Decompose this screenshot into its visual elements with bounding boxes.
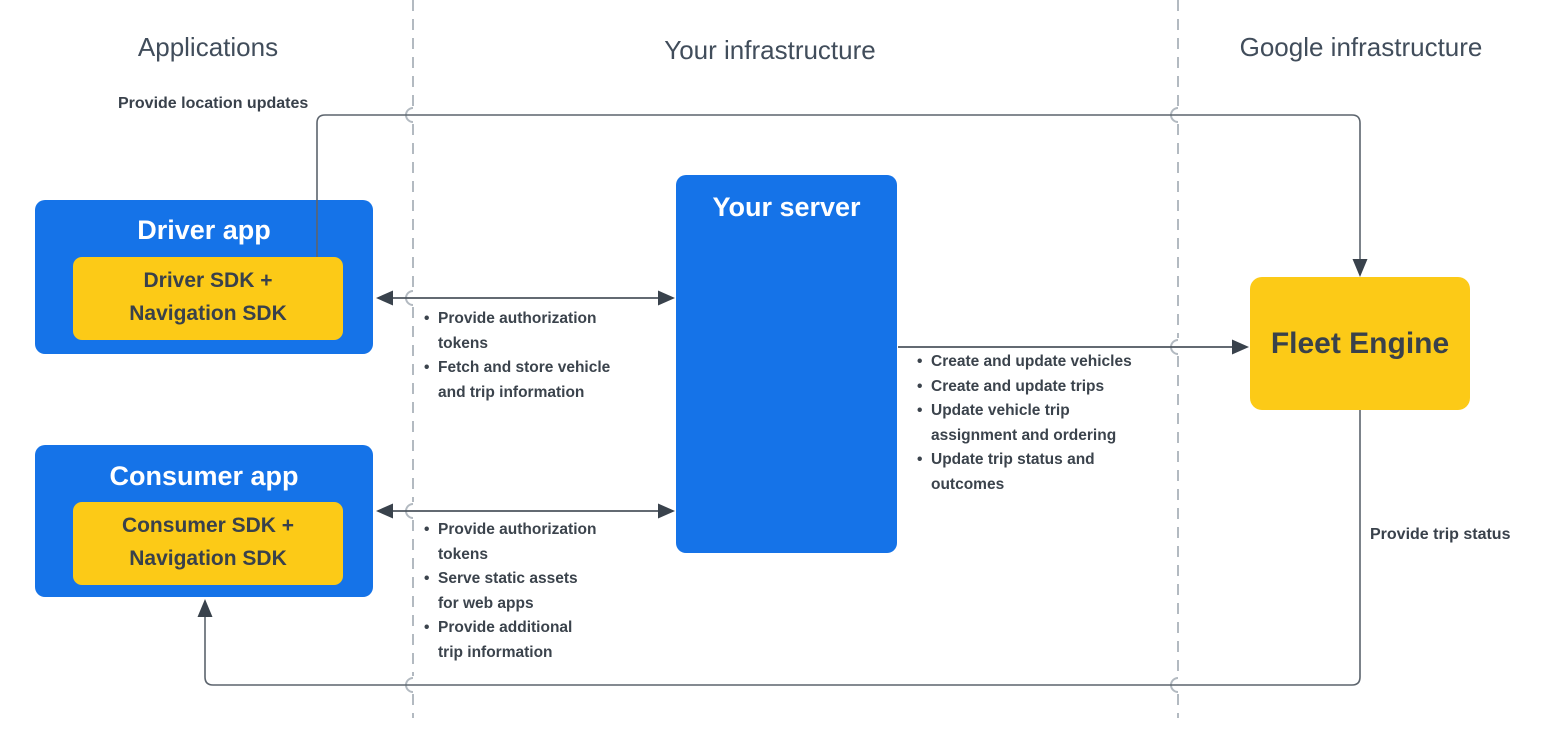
- line-hop: [405, 290, 414, 306]
- driver-app-node: Driver app Driver SDK + Navigation SDK: [35, 200, 373, 354]
- bullet-item: Update trip status and outcomes: [917, 448, 1175, 497]
- bullet-item: Update vehicle trip assignment and order…: [917, 399, 1175, 448]
- arrowhead-right-your-server-top: [658, 290, 675, 306]
- edge-label-provide-trip-status: Provide trip status: [1370, 526, 1511, 543]
- bullet-item: Create and update trips: [917, 375, 1175, 400]
- consumer-app-node: Consumer app Consumer SDK + Navigation S…: [35, 445, 373, 597]
- column-heading-google-infrastructure: Google infrastructure: [1239, 32, 1483, 62]
- fleet-engine-node: Fleet Engine: [1250, 277, 1470, 410]
- arrowhead-right-fleet-engine: [1232, 339, 1249, 355]
- your-server-title: Your server: [712, 192, 861, 222]
- edge-label-provide-location-updates: Provide location updates: [118, 95, 309, 112]
- bullet-item: Create and update vehicles: [917, 350, 1175, 375]
- bullet-item: Provide authorization tokens: [424, 307, 654, 356]
- line-hop: [405, 677, 414, 693]
- column-heading-applications: Applications: [137, 32, 279, 62]
- your-server-node: Your server: [676, 175, 897, 553]
- arrowhead-left-driver-app: [376, 290, 393, 306]
- line-hop: [405, 503, 414, 519]
- bullet-item: Serve static assets for web apps: [424, 567, 654, 616]
- bullet-item: Fetch and store vehicle and trip informa…: [424, 356, 654, 405]
- driver-server-edge-bullets: Provide authorization tokensFetch and st…: [424, 307, 654, 405]
- bullet-item: Provide authorization tokens: [424, 518, 654, 567]
- driver-sdk-badge: Driver SDK + Navigation SDK: [73, 257, 343, 340]
- arrowhead-down-fleet-engine: [1352, 259, 1368, 277]
- arrowhead-right-your-server-bottom: [658, 503, 675, 519]
- consumer-server-edge-bullets: Provide authorization tokensServe static…: [424, 518, 654, 665]
- driver-app-title: Driver app: [137, 215, 271, 245]
- column-divider-left: [405, 0, 414, 718]
- line-hop: [1170, 107, 1179, 123]
- consumer-app-title: Consumer app: [109, 461, 299, 491]
- consumer-sdk-badge: Consumer SDK + Navigation SDK: [73, 502, 343, 585]
- arrowhead-left-consumer-app: [376, 503, 393, 519]
- line-hop: [1170, 677, 1179, 693]
- server-fleet-edge-bullets: Create and update vehiclesCreate and upd…: [917, 350, 1175, 497]
- arrowhead-up-consumer-app: [197, 599, 213, 617]
- bullet-item: Provide additional trip information: [424, 616, 654, 665]
- line-hop: [405, 107, 414, 123]
- column-heading-your-infrastructure: Your infrastructure: [664, 35, 876, 65]
